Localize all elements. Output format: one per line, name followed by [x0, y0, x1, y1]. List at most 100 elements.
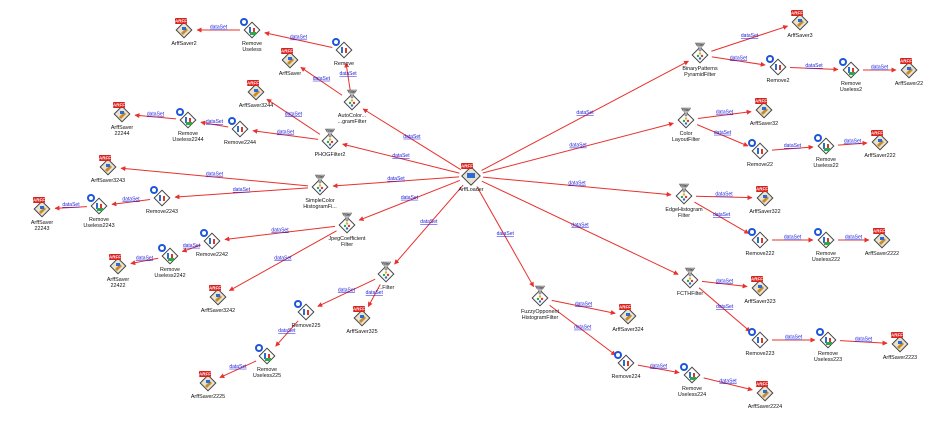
connection-label[interactable]: dataSet	[392, 153, 410, 159]
connection-label[interactable]: dataSet	[784, 235, 802, 241]
connection-label[interactable]: dataSet	[339, 71, 357, 77]
connection-label[interactable]: dataSet	[233, 187, 251, 193]
connection-label[interactable]: dataSet	[277, 130, 295, 136]
connection-label[interactable]: dataSet	[574, 325, 592, 331]
connection-label[interactable]: dataSet	[290, 35, 308, 41]
connection-label[interactable]: dataSet	[571, 222, 589, 228]
connection-label[interactable]: dataSet	[713, 212, 731, 218]
connection-label[interactable]: dataSet	[313, 76, 331, 82]
connection-label[interactable]: dataSet	[715, 191, 733, 197]
connection-label[interactable]: dataSet	[420, 219, 438, 225]
node-sc[interactable]: FilterSimpleColorHistogramFi...	[303, 174, 337, 210]
connection-label[interactable]: dataSet	[136, 255, 154, 261]
connection-label[interactable]: dataSet	[403, 134, 421, 140]
node-rem[interactable]: Remove	[332, 38, 354, 67]
connection-label[interactable]: dataSet	[575, 301, 593, 307]
connection-label[interactable]: dataSet	[716, 278, 734, 284]
connection-label[interactable]: dataSet	[274, 255, 292, 261]
connection-label[interactable]: dataSet	[387, 176, 405, 182]
connection-label[interactable]: dataSet	[147, 112, 165, 118]
connection-label[interactable]: dataSet	[716, 110, 734, 116]
connection-label[interactable]: dataSet	[871, 65, 889, 71]
connection-label[interactable]: dataSet	[568, 180, 586, 186]
node-r2243[interactable]: Remove2243	[146, 186, 178, 215]
connection-label[interactable]: dataSet	[805, 63, 823, 69]
connection-label[interactable]: dataSet	[206, 119, 224, 125]
connection-label[interactable]: dataSet	[719, 378, 737, 384]
node-label: 22422	[111, 283, 126, 289]
connection-label[interactable]: dataSet	[569, 143, 587, 149]
connection-label[interactable]: dataSet	[730, 55, 748, 61]
connection-label[interactable]: dataSet	[855, 336, 873, 342]
node-r2242[interactable]: Remove2242	[196, 229, 228, 258]
connection-label[interactable]: dataSet	[278, 328, 296, 334]
connection-label[interactable]: dataSet	[122, 196, 140, 202]
connection-label[interactable]: dataSet	[183, 243, 201, 249]
connection-label[interactable]: dataSet	[716, 304, 734, 310]
node-r222[interactable]: Remove222	[745, 228, 775, 257]
node-r2[interactable]: Remove2	[766, 55, 790, 84]
connection-label[interactable]: dataSet	[650, 363, 668, 369]
connection-label[interactable]: dataSet	[62, 202, 80, 208]
connection-label[interactable]: dataSet	[844, 139, 862, 145]
connection-label[interactable]: dataSet	[714, 130, 732, 136]
connection-label[interactable]: dataSet	[741, 33, 759, 39]
connection-label[interactable]: dataSet	[401, 195, 419, 201]
connection-label[interactable]: dataSet	[206, 172, 224, 178]
node-r223[interactable]: Remove223	[745, 328, 775, 357]
connection-label[interactable]: dataSet	[497, 231, 515, 237]
connection-label[interactable]: dataSet	[576, 110, 594, 116]
connection-label[interactable]: dataSet	[785, 335, 803, 341]
connection-label[interactable]: dataSet	[285, 111, 303, 117]
connection-label[interactable]: dataSet	[338, 287, 356, 293]
connection-label[interactable]: dataSet	[229, 364, 247, 370]
connection-label[interactable]: dataSet	[271, 227, 289, 233]
connection-label[interactable]: dataSet	[366, 290, 384, 296]
node-r224[interactable]: Remove224	[611, 351, 641, 380]
node-f5[interactable]: Filter...Filter	[377, 261, 395, 291]
connection-label[interactable]: dataSet	[784, 143, 802, 149]
connection-label[interactable]: dataSet	[210, 25, 228, 31]
connection-label[interactable]: dataSet	[845, 235, 863, 241]
node-r2244[interactable]: Remove2244	[224, 117, 256, 146]
node-r22[interactable]: Remove22	[747, 139, 773, 168]
node-r225[interactable]: Remove225	[291, 300, 321, 329]
